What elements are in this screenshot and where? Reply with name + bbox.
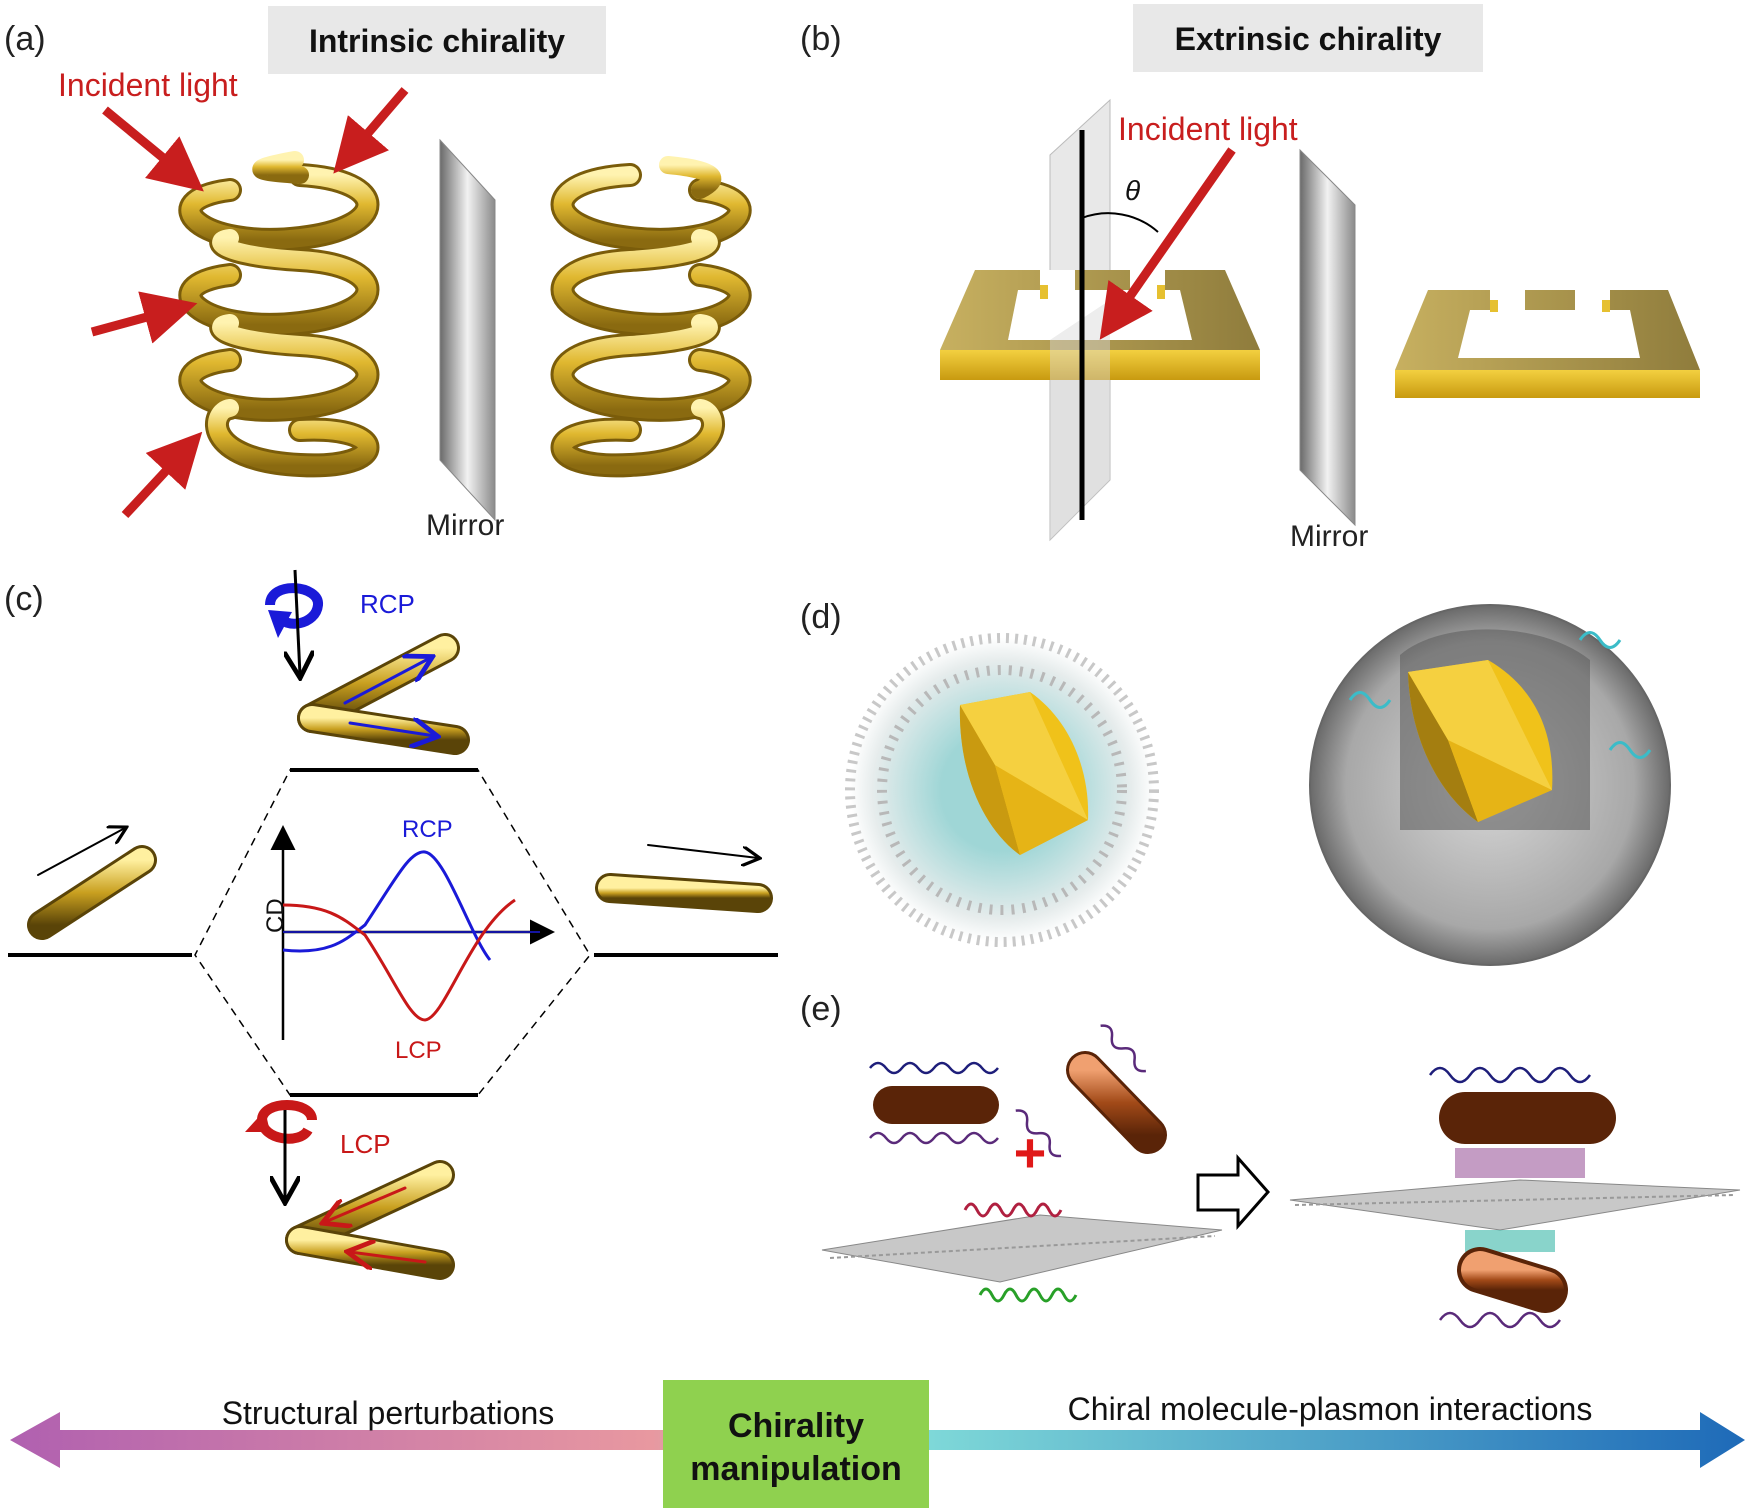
helix-left <box>178 151 380 478</box>
panel-b-incident-label: Incident light <box>1118 111 1298 147</box>
ligand-rod-2 <box>1015 1024 1167 1158</box>
ligand-dots-inner <box>877 665 1127 915</box>
cd-graph: RCP LCP CD <box>262 816 555 1064</box>
ligand-strand <box>1608 741 1652 759</box>
panel-e-letter: (e) <box>800 990 842 1028</box>
panel-b: (b) Extrinsic chirality θ Incident light… <box>800 4 1700 553</box>
rcp-curve <box>282 850 492 961</box>
ligand-strand <box>1348 691 1392 709</box>
panel-c-letter: (c) <box>4 580 44 618</box>
incident-arrow <box>90 291 198 344</box>
rod-right <box>595 844 773 913</box>
incident-arrow <box>102 106 204 192</box>
panel-e: (e) + <box>800 990 1741 1329</box>
panel-a-title-box <box>268 6 606 74</box>
gold-core-left <box>959 692 1089 855</box>
incident-arrow-b <box>1099 147 1236 340</box>
lcp-label-bottom: LCP <box>340 1129 391 1159</box>
angle-label: θ <box>1125 175 1140 206</box>
rcp-rotation-icon <box>265 583 323 629</box>
ligand-dots <box>845 633 1159 947</box>
panel-d: (d) <box>800 598 1671 966</box>
panel-b-letter: (b) <box>800 20 842 58</box>
rcp-label-top: RCP <box>360 589 415 619</box>
panel-a-letter: (a) <box>4 20 46 58</box>
angle-arc <box>1081 212 1159 233</box>
panel-b-mirror-label: Mirror <box>1290 520 1368 553</box>
v-rods-top <box>297 633 470 755</box>
rcp-incident-arrow <box>295 569 300 675</box>
bottom-bar: Chirality manipulation Structural pertur… <box>10 1380 1745 1508</box>
cd-rcp-label: RCP <box>402 816 453 843</box>
mirror-b <box>1299 148 1356 527</box>
helix-right <box>550 156 752 478</box>
split-ring-right <box>1395 290 1700 398</box>
center-line1: Chirality <box>728 1407 864 1445</box>
center-line2: manipulation <box>690 1450 902 1488</box>
incident-arrow <box>121 431 203 519</box>
panel-c: (c) RCP <box>4 569 778 1280</box>
ligand-rod-1 <box>869 1061 999 1145</box>
panel-a-incident-label: Incident light <box>58 67 238 103</box>
ligand-strand <box>1578 631 1622 649</box>
panel-a-title: Intrinsic chirality <box>309 23 565 59</box>
gold-core-right <box>1408 660 1553 822</box>
chirality-box <box>663 1380 929 1508</box>
incident-arrow <box>333 87 409 174</box>
lcp-curve <box>282 898 516 1022</box>
panel-b-title: Extrinsic chirality <box>1175 21 1442 57</box>
left-text: Structural perturbations <box>222 1395 555 1431</box>
origami-sheet-left <box>821 1202 1223 1303</box>
process-arrow <box>1196 1154 1271 1230</box>
panel-a: (a) Intrinsic chirality Incident light <box>4 6 752 542</box>
cd-y-label: CD <box>262 898 289 933</box>
incident-arrows-a <box>90 87 409 519</box>
lcp-rotation-icon <box>256 1100 317 1144</box>
rod-left <box>27 828 157 940</box>
energy-diagram <box>8 768 778 1097</box>
right-text: Chiral molecule-plasmon interactions <box>1068 1391 1593 1427</box>
panel-a-mirror-label: Mirror <box>426 509 504 542</box>
mirror-a <box>439 138 496 522</box>
rcp-rotation-head <box>268 610 292 638</box>
lcp-rotation-head <box>245 1110 270 1132</box>
panel-d-letter: (d) <box>800 598 842 636</box>
v-rods-bottom <box>285 1160 455 1280</box>
cd-lcp-label: LCP <box>395 1037 442 1064</box>
panel-b-title-box <box>1133 4 1483 72</box>
assembled-structure <box>1289 1066 1741 1329</box>
